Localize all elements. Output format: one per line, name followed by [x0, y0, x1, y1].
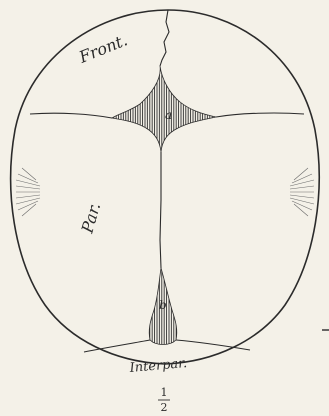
left-parietal-eminence: [16, 168, 40, 216]
fontanelle-a-label: a: [165, 108, 172, 122]
frontal-label: Front.: [75, 30, 130, 67]
frontal-suture: [160, 10, 169, 66]
interparietal-label: Interpar.: [128, 356, 188, 376]
right-parietal-eminence: [290, 168, 314, 216]
parietal-label: Par.: [77, 200, 104, 236]
scale-denominator: 2: [161, 401, 168, 414]
fontanelle-b-label: b: [159, 298, 167, 312]
anterior-fontanelle: [112, 66, 216, 152]
coronal-suture-left: [30, 113, 112, 118]
sagittal-suture: [160, 152, 161, 268]
coronal-suture-right: [216, 113, 304, 117]
scale-numerator: 1: [161, 386, 168, 399]
